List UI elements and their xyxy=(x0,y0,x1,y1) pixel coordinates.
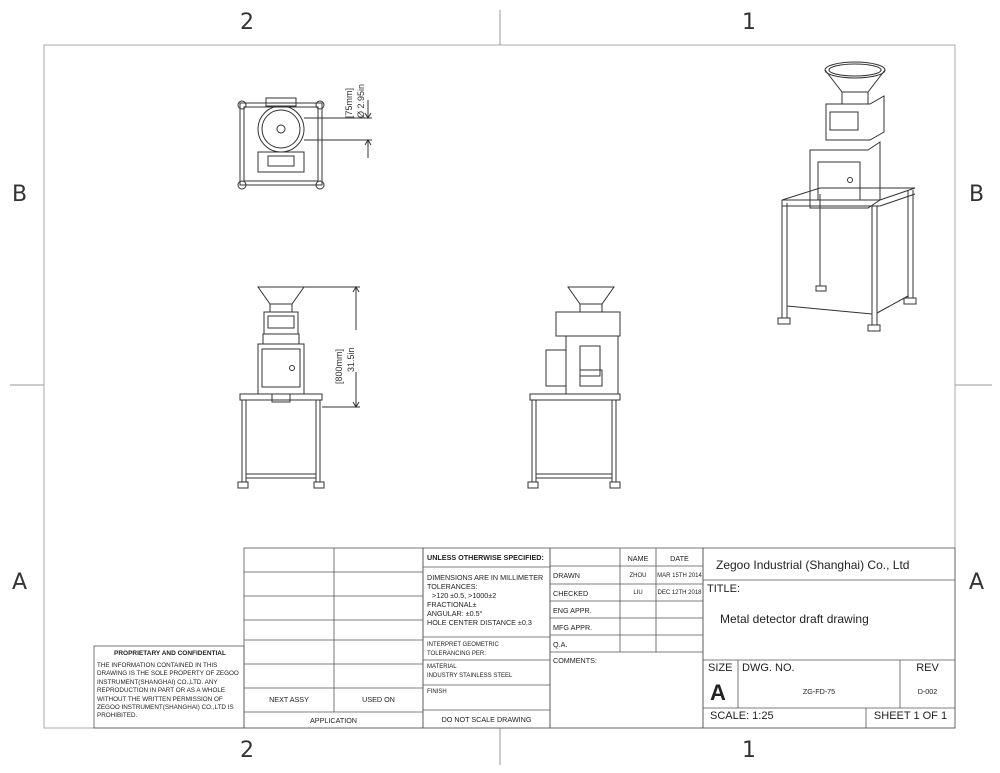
rev-label: REV xyxy=(916,662,939,674)
zone-right-a: A xyxy=(969,570,985,595)
dwg-no-label: DWG. NO. xyxy=(742,662,795,674)
dwg-no-value: ZG-FD-75 xyxy=(802,687,836,696)
spec-hole: HOLE CENTER DISTANCE ±0.3 xyxy=(427,618,532,627)
signoff-date-header: DATE xyxy=(670,554,689,563)
spec-tol-values: >120 ±0.5, >1000±2 xyxy=(432,591,497,600)
height-mm-label: [800mm] xyxy=(334,348,344,384)
signoff-comments-label: COMMENTS: xyxy=(553,656,597,665)
zone-bottom-2: 2 xyxy=(240,738,254,763)
front-view-drawing xyxy=(237,286,360,489)
signoff-checked-date: DEC 12TH 2018 xyxy=(657,590,702,596)
spec-material-label: MATERIAL xyxy=(427,664,457,670)
scale-label: SCALE: 1:25 xyxy=(710,710,774,722)
signoff-drawn-label: DRAWN xyxy=(553,571,580,580)
sheet-label: SHEET 1 OF 1 xyxy=(873,710,948,722)
spec-do-not-scale: DO NOT SCALE DRAWING xyxy=(441,715,532,724)
zone-top-1: 1 xyxy=(742,10,756,35)
used-on-label: USED ON xyxy=(362,695,395,704)
company-name: Zegoo Industrial (Shanghai) Co., Ltd xyxy=(716,558,910,572)
size-label: SIZE xyxy=(708,662,733,674)
spec-angular: ANGULAR: ±0.5° xyxy=(427,609,483,618)
title-label: TITLE: xyxy=(707,583,741,595)
proprietary-text: THE INFORMATION CONTAINED IN THIS DRAWIN… xyxy=(97,662,239,720)
side-view-drawing xyxy=(527,286,621,489)
spec-interpret-1: INTERPRET GEOMETRIC xyxy=(427,642,499,648)
spec-finish: FINISH xyxy=(427,689,447,695)
spec-interpret-2: TOLERANCING PER: xyxy=(427,651,486,657)
zone-top-2: 2 xyxy=(240,10,254,35)
zone-left-a: A xyxy=(12,570,28,595)
diameter-in-label: Ø 2.95in xyxy=(356,83,366,118)
signoff-checked-label: CHECKED xyxy=(553,589,589,598)
signoff-mfg-label: MFG APPR. xyxy=(553,623,593,632)
spec-tolerances: TOLERANCES: xyxy=(427,582,478,591)
application-label: APPLICATION xyxy=(310,716,357,725)
spec-dimensions: DIMENSIONS ARE IN MILLIMETER xyxy=(427,573,544,582)
zone-right-b: B xyxy=(969,182,985,207)
zone-bottom-1: 1 xyxy=(742,738,756,763)
diameter-mm-label: [75mm] xyxy=(344,87,354,118)
size-value: A xyxy=(710,680,726,705)
height-in-label: 31.5in xyxy=(346,347,356,372)
isometric-view-drawing xyxy=(777,61,917,332)
signoff-name-header: NAME xyxy=(627,554,649,563)
zone-left-b: B xyxy=(12,182,28,207)
top-view-drawing xyxy=(237,97,372,190)
proprietary-title: PROPRIETARY AND CONFIDENTIAL xyxy=(114,650,226,657)
signoff-drawn-date: MAR 15TH 2014 xyxy=(657,573,702,579)
signoff-qa-label: Q.A. xyxy=(553,640,568,649)
spec-material-value: INDUSTRY STAINLESS STEEL xyxy=(427,673,513,679)
next-assy-label: NEXT ASSY xyxy=(269,695,309,704)
spec-fractional: FRACTIONAL± xyxy=(427,600,477,609)
rev-value: D-002 xyxy=(917,687,938,696)
signoff-eng-label: ENG APPR. xyxy=(553,606,592,615)
title-block-grid xyxy=(93,547,956,729)
drawing-title: Metal detector draft drawing xyxy=(720,612,869,626)
signoff-checked-name: LIU xyxy=(633,590,643,596)
signoff-drawn-name: ZHOU xyxy=(629,573,647,579)
spec-header: UNLESS OTHERWISE SPECIFIED: xyxy=(427,553,544,562)
